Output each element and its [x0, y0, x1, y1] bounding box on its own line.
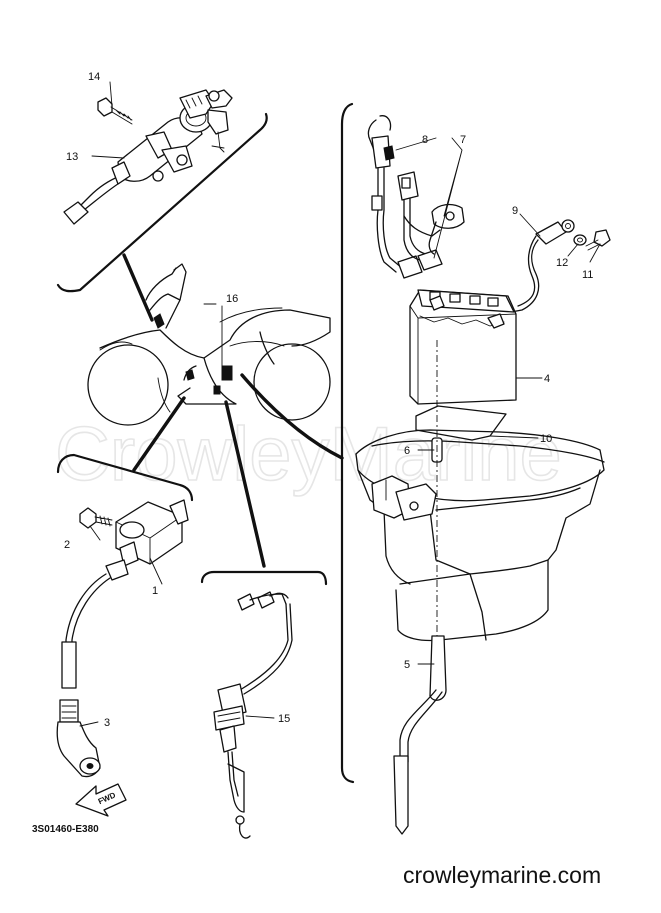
leader-switch [122, 253, 154, 322]
callout-4: 4 [544, 373, 550, 385]
fwd-arrow: FWD [75, 783, 127, 817]
callout-8: 8 [422, 134, 428, 146]
callout-11: 11 [582, 269, 593, 281]
ignition-coil-assembly [56, 499, 189, 778]
harness-assembly [367, 115, 465, 279]
callout-13: 13 [66, 151, 78, 163]
sensor-assembly [213, 591, 293, 839]
leader-battery [240, 373, 344, 460]
callout-3: 3 [104, 717, 110, 729]
frame-battery-bracket [340, 102, 355, 784]
frame-sensor [200, 570, 328, 586]
callout-frames [56, 102, 355, 784]
callout-leaders [79, 81, 601, 727]
callout-15: 15 [278, 713, 290, 725]
callout-2: 2 [64, 539, 70, 551]
callout-16: 16 [226, 293, 238, 305]
bike-sensor-location [213, 385, 221, 395]
frame-ignition-switch [56, 112, 268, 293]
leader-sensor [224, 400, 266, 568]
callout-labels: 14 13 16 2 1 3 15 8 7 9 12 11 4 10 6 5 [64, 71, 593, 729]
earth-lead-assembly [499, 219, 611, 315]
frame-ignition-coil [56, 453, 194, 502]
callout-14: 14 [88, 71, 100, 83]
callout-12: 12 [556, 257, 568, 269]
callout-9: 9 [512, 205, 518, 217]
callout-6: 6 [404, 445, 410, 457]
bike-battery-location [221, 365, 233, 381]
pin-tube-assembly [393, 340, 447, 835]
battery-box [355, 429, 605, 642]
motorcycle-outline [87, 263, 331, 426]
ignition-switch-assembly [63, 89, 233, 225]
site-url[interactable]: crowleymarine.com [403, 862, 601, 888]
battery-assembly [409, 289, 517, 441]
callout-10: 10 [540, 433, 552, 445]
leader-coil [132, 396, 186, 472]
diagram-code: 3S01460-E380 [32, 824, 99, 835]
callout-7: 7 [460, 134, 466, 146]
callout-5: 5 [404, 659, 410, 671]
callout-1: 1 [152, 585, 158, 597]
bike-switch-location [153, 313, 165, 329]
